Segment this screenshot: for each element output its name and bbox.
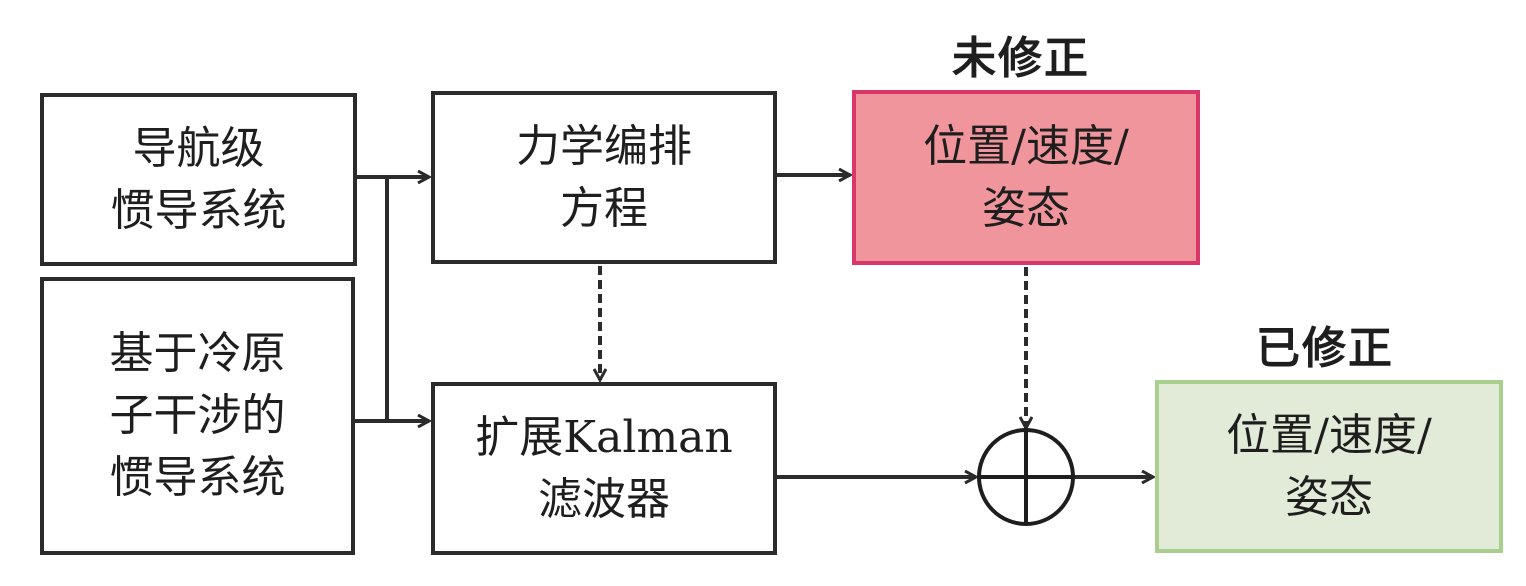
node-label-line: 惯导系统 bbox=[110, 184, 287, 236]
node-label-line: 基于冷原 bbox=[109, 328, 286, 379]
node-label-line: 方程 bbox=[560, 182, 648, 234]
node-label-line: 惯导系统 bbox=[109, 452, 286, 503]
nav-grade-ins-box: 导航级 惯导系统 bbox=[40, 93, 357, 266]
uncorrected-title: 未修正 bbox=[952, 33, 1090, 84]
corrected-state-box: 位置/速度/ 姿态 bbox=[1155, 380, 1503, 553]
node-label-line: 滤波器 bbox=[538, 473, 670, 525]
node-label-line: 姿态 bbox=[982, 182, 1070, 234]
node-label-line: 姿态 bbox=[1285, 471, 1373, 523]
node-label-line: 力学编排 bbox=[516, 120, 692, 172]
node-label-line: 位置/速度/ bbox=[923, 120, 1129, 172]
node-label-line: 扩展Kalman bbox=[475, 411, 733, 463]
corrected-title: 已修正 bbox=[1256, 323, 1394, 374]
node-label-line: 导航级 bbox=[132, 122, 265, 174]
cold-atom-ins-box: 基于冷原 子干涉的 惯导系统 bbox=[40, 277, 355, 555]
mechanization-equation-box: 力学编排 方程 bbox=[431, 91, 777, 264]
node-label-line: 位置/速度/ bbox=[1226, 409, 1432, 461]
summing-junction-icon bbox=[977, 428, 1075, 526]
extended-kalman-filter-box: 扩展Kalman 滤波器 bbox=[431, 382, 777, 555]
uncorrected-state-box: 位置/速度/ 姿态 bbox=[852, 90, 1200, 265]
node-label-line: 子干涉的 bbox=[109, 390, 286, 441]
